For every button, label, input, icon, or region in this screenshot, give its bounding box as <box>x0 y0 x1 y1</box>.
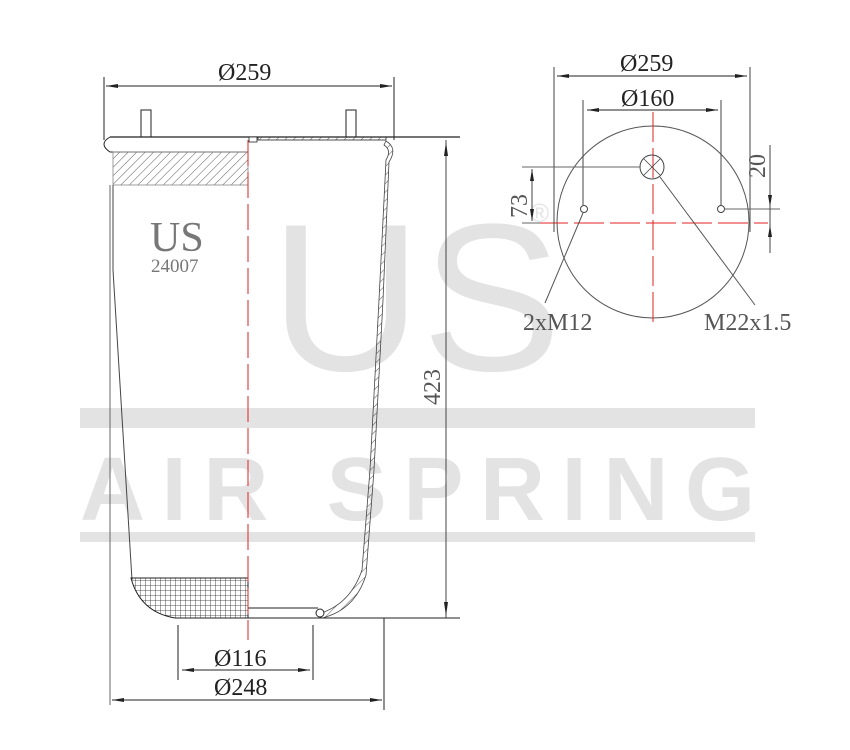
brand-label: US <box>150 215 204 261</box>
stud-hole-left <box>580 205 588 213</box>
watermark-bar-bottom <box>80 532 755 542</box>
top-view: Ø259 Ø160 73 20 2xM12 M22x1.5 <box>507 51 791 336</box>
top-outer-diameter: Ø259 <box>620 51 673 77</box>
side-bottom-inner-diameter: Ø116 <box>214 646 266 672</box>
piston-section <box>130 577 249 619</box>
side-view: Ø259 423 Ø116 <box>103 60 460 710</box>
side-top-diameter: Ø259 <box>218 60 271 86</box>
watermark-logo: US <box>270 180 562 415</box>
part-number: 24007 <box>151 256 199 277</box>
upper-bead-section <box>112 151 249 186</box>
stud-label: 2xM12 <box>523 310 592 336</box>
side-height: 423 <box>420 369 446 405</box>
side-bottom-outer-diameter: Ø248 <box>214 675 267 701</box>
watermark-bar-top <box>80 408 755 428</box>
offset-73: 73 <box>507 194 533 218</box>
registered-mark: ® <box>530 198 549 228</box>
bolt-circle-diameter: Ø160 <box>621 86 674 112</box>
stud-right <box>345 109 357 138</box>
air-inlet-label: M22x1.5 <box>704 310 791 336</box>
stud-hole-right <box>717 205 725 213</box>
stud-left <box>140 109 152 138</box>
watermark-tagline: AIR SPRING <box>80 440 755 540</box>
offset-20: 20 <box>745 154 771 178</box>
membrane-section <box>317 140 394 619</box>
